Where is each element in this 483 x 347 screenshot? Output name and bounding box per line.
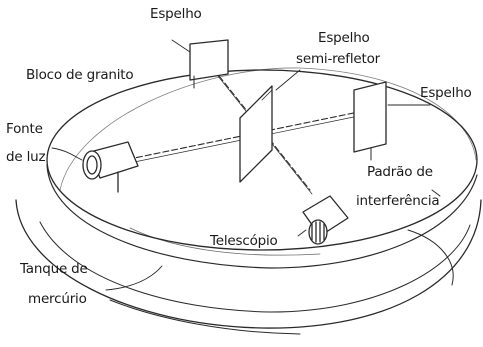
light-source <box>82 141 139 193</box>
leader-telescopio <box>297 229 307 237</box>
label-espelho-right: Espelho <box>420 85 472 101</box>
mercury-tank-ring-low <box>109 299 301 335</box>
telescope <box>302 195 349 245</box>
label-telescopio: Telescópio <box>210 233 278 249</box>
label-espelho-semi-refletor-line1: Espelho <box>318 30 370 46</box>
beam-splitter <box>239 85 273 183</box>
granite-block-rim-inner <box>129 227 321 256</box>
leader-tanque <box>105 265 163 291</box>
label-padrao-line2: interferência <box>356 193 440 209</box>
leader-fonte <box>51 147 83 161</box>
mercury-tank-tick <box>431 189 441 197</box>
label-padrao-line1: Padrão de <box>367 164 433 180</box>
label-espelho-top: Espelho <box>150 6 202 22</box>
granite-block-rim <box>46 164 478 269</box>
mercury-tank-ring-mid <box>39 221 471 313</box>
mercury-tank-ring-right <box>407 229 454 286</box>
label-tanque-line2: mercúrio <box>28 291 87 307</box>
label-espelho-semi-refletor-line2: semi-refletor <box>296 51 380 65</box>
label-tanque-line1: Tanque de <box>20 261 88 277</box>
mirror-top <box>189 39 229 81</box>
label-fonte-line2: de luz <box>6 149 46 165</box>
leader-semi-refletor <box>275 69 301 91</box>
leader-espelho-top <box>171 39 191 53</box>
label-bloco-de-granito: Bloco de granito <box>26 67 134 83</box>
mirror-right <box>353 81 387 153</box>
granite-block-sketch <box>59 67 477 191</box>
mercury-tank-ring-outer <box>15 199 482 329</box>
label-fonte-line1: Fonte <box>6 121 43 137</box>
